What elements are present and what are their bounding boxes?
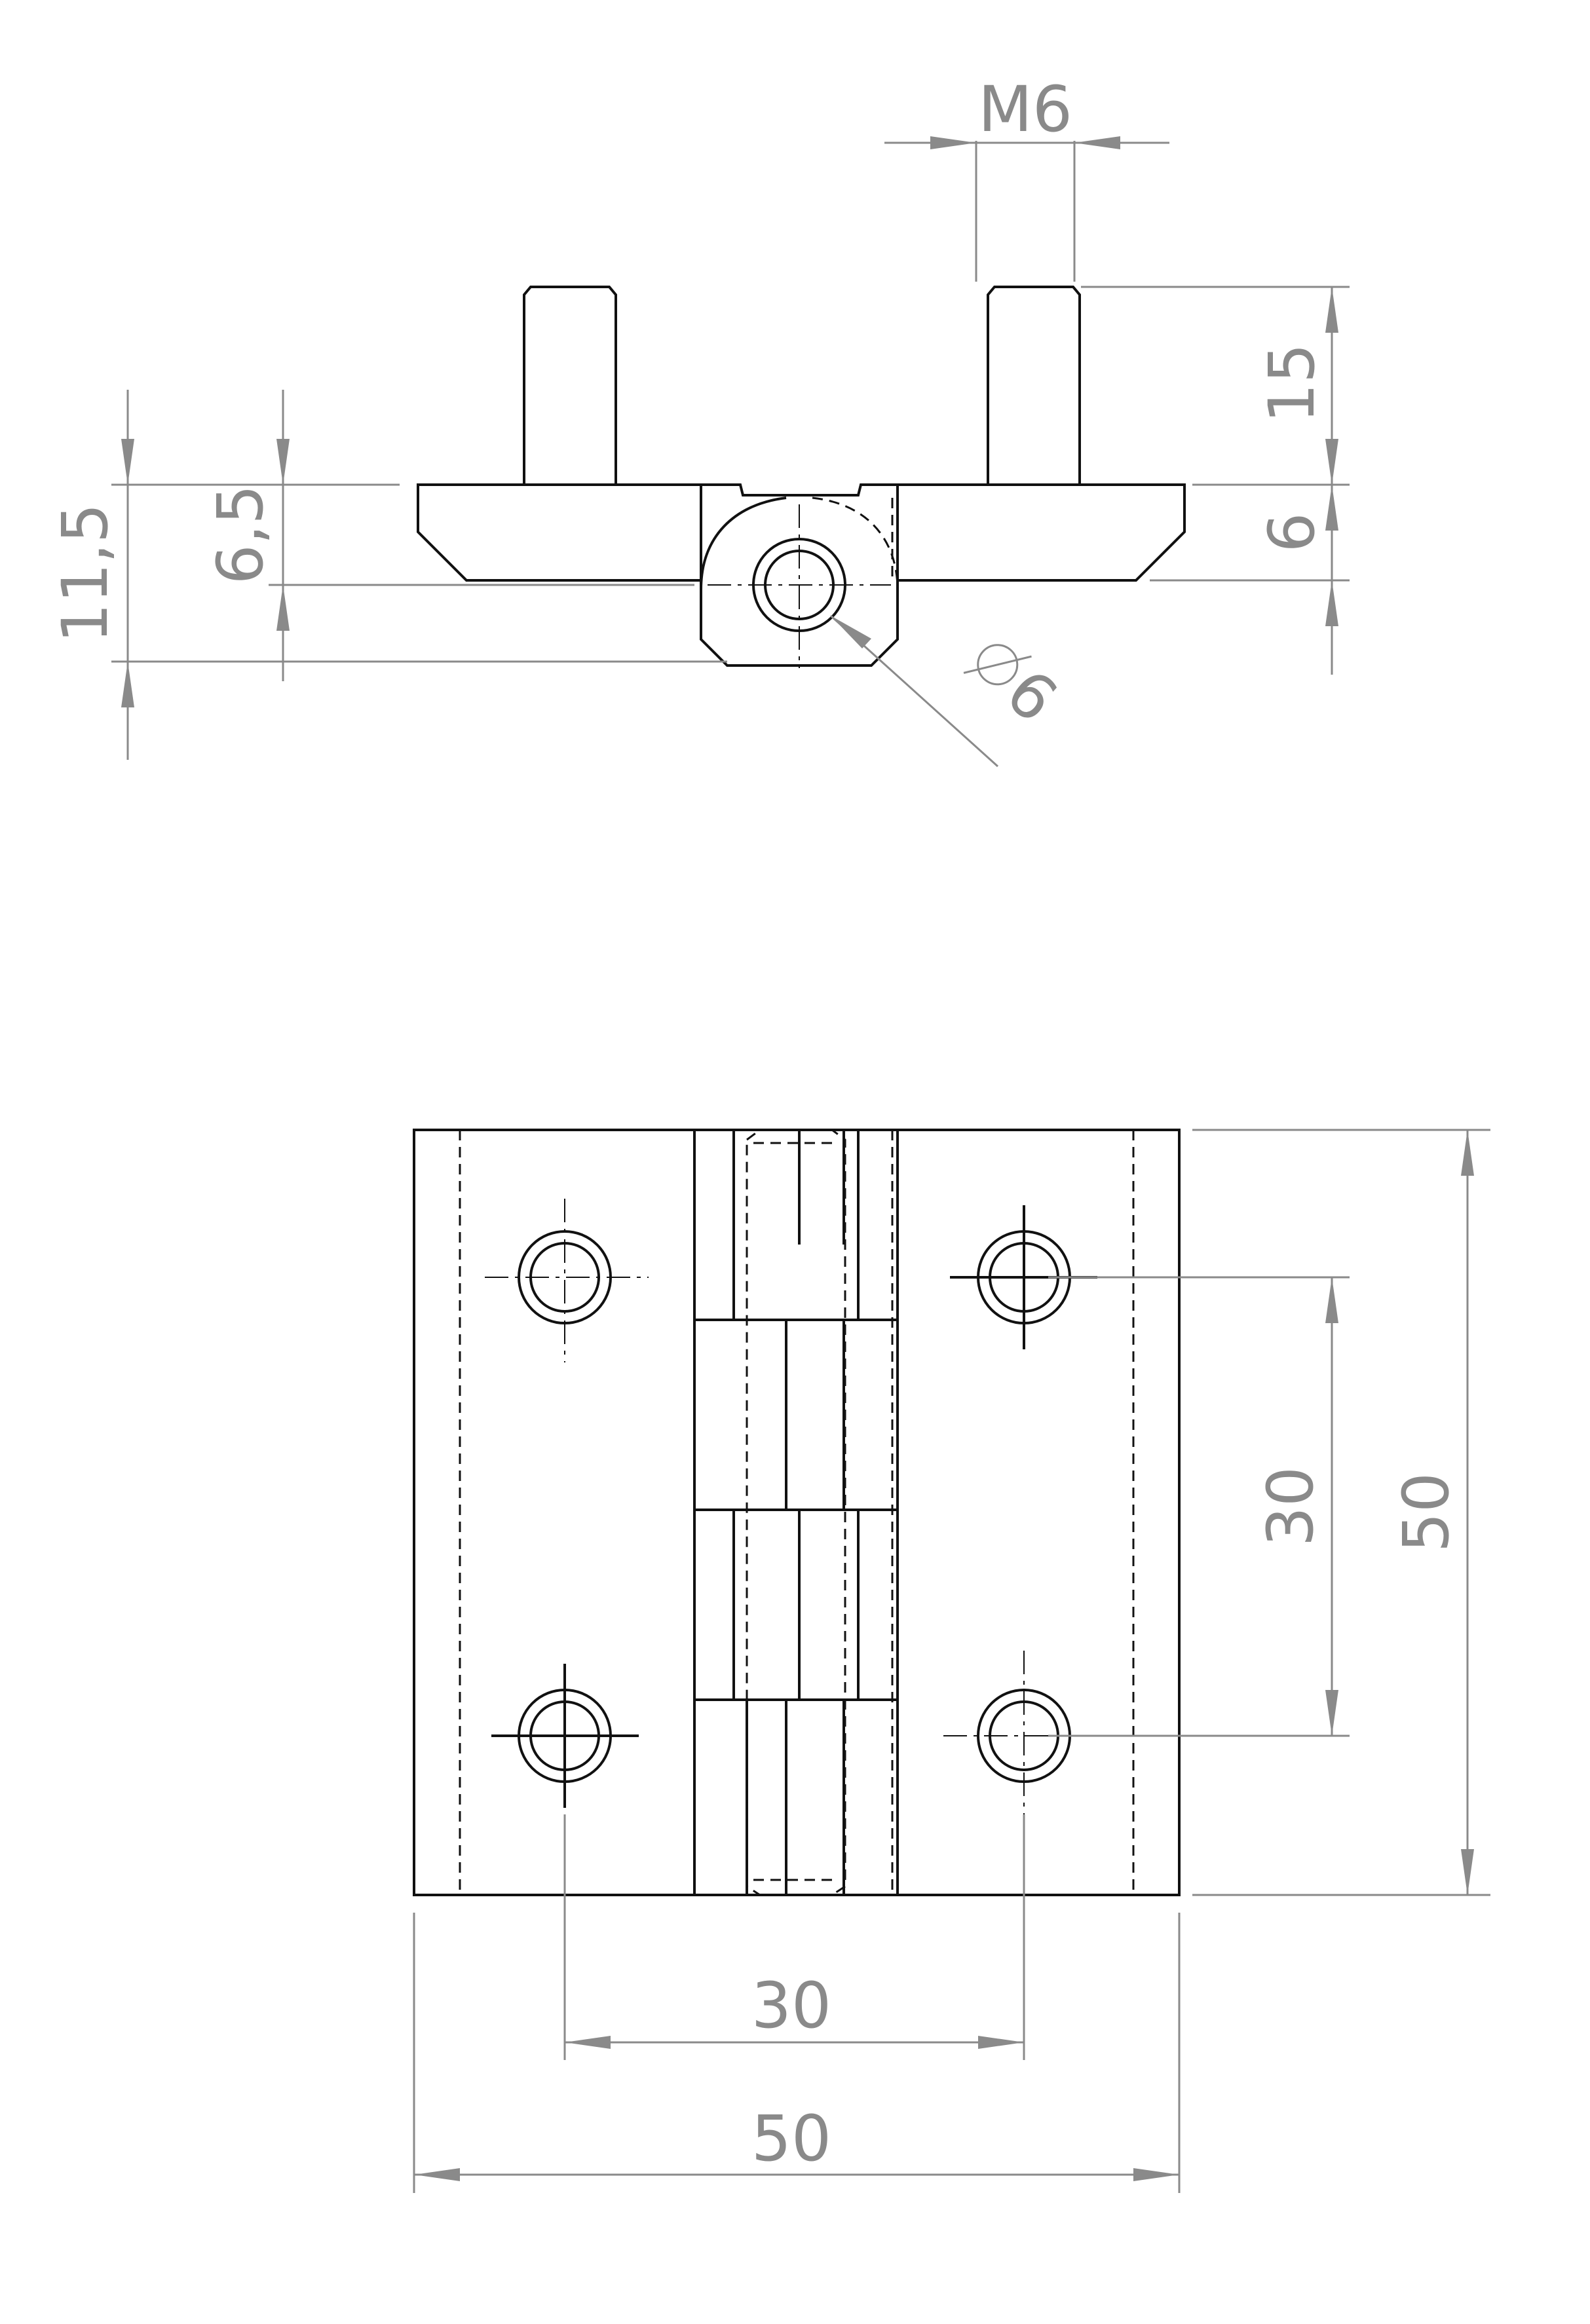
- thread-size-label: M6: [978, 73, 1072, 146]
- knuckle-hidden-curve: [812, 497, 899, 590]
- overall-height-front-label: 50: [1390, 1472, 1463, 1552]
- leaf-thickness-label: 6: [1255, 512, 1329, 552]
- hole-top-left: [485, 1199, 649, 1362]
- top-view-dimensions: M6 15 6 11,5 6,5 6: [48, 73, 1350, 768]
- hole-spacing-vertical-label: 30: [1254, 1467, 1327, 1546]
- hole-spacing-horizontal-label: 30: [751, 1969, 831, 2042]
- overall-width-label: 50: [751, 2102, 831, 2175]
- stud-length-label: 15: [1255, 343, 1329, 423]
- right-leaf: [898, 483, 1186, 582]
- left-leaf: [417, 483, 701, 582]
- front-view-dimensions: 30 50 30 50: [413, 1129, 1490, 2193]
- top-view: [417, 286, 1186, 668]
- pin-diameter-label: 6: [992, 656, 1070, 737]
- diameter-symbol: [963, 644, 1032, 686]
- knuckle-body: [700, 483, 899, 667]
- pin-offset-label: 6,5: [204, 485, 277, 585]
- overall-height-label: 11,5: [48, 503, 122, 643]
- hole-bottom-left: [491, 1664, 639, 1808]
- left-stud: [523, 286, 617, 485]
- front-outline: [413, 1129, 1181, 1896]
- knuckle-curve: [700, 497, 787, 590]
- front-view: [413, 1129, 1181, 1896]
- right-stud: [987, 286, 1081, 485]
